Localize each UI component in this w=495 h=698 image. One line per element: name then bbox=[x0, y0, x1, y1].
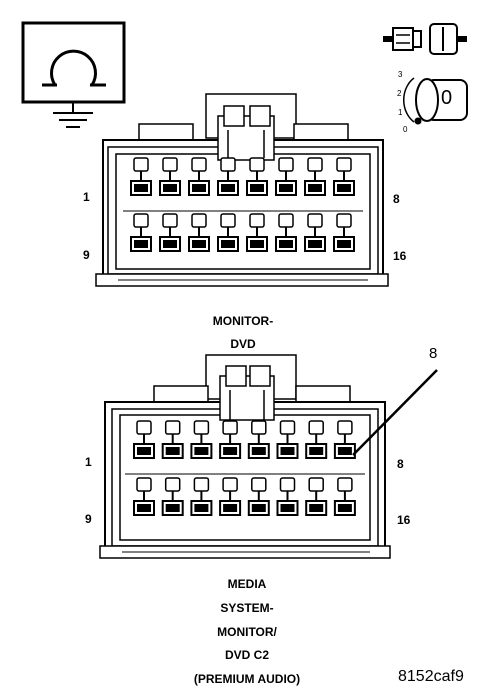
pin-cavity-2 bbox=[159, 157, 181, 196]
connector-media-system-monitor-dvd-c2 bbox=[99, 354, 438, 559]
ignition-key-icon bbox=[403, 77, 468, 125]
pin-cavity-13 bbox=[246, 213, 268, 252]
pin-cavity-16 bbox=[333, 213, 355, 252]
pin-cavity-15 bbox=[304, 213, 326, 252]
pin-cavity-7 bbox=[305, 420, 328, 459]
pin-cavity-6 bbox=[275, 157, 297, 196]
pin-cavity-9 bbox=[133, 477, 155, 516]
pin-cavities bbox=[133, 420, 356, 516]
pin-label-1: 1 bbox=[83, 190, 90, 204]
connector-monitor-dvd bbox=[95, 93, 389, 287]
pin-cavity-5 bbox=[246, 157, 268, 196]
pin-label-1: 1 bbox=[85, 455, 92, 469]
pin-label-9: 9 bbox=[85, 512, 92, 526]
pin-cavities bbox=[130, 157, 355, 252]
pin-cavity-11 bbox=[190, 477, 213, 516]
pin-cavity-7 bbox=[304, 157, 326, 196]
connector-title-line: DVD bbox=[230, 337, 256, 351]
figure-id: 8152caf9 bbox=[398, 668, 464, 685]
pin-cavity-9 bbox=[130, 213, 152, 252]
key-position-3: 3 bbox=[398, 70, 403, 79]
pin-cavity-13 bbox=[247, 477, 270, 516]
pin-cavity-10 bbox=[159, 213, 181, 252]
ohmmeter-icon bbox=[21, 21, 126, 128]
key-position-label: 0 bbox=[441, 87, 453, 109]
key-position-1: 1 bbox=[398, 108, 403, 117]
pin-cavity-3 bbox=[188, 157, 210, 196]
pin-cavity-4 bbox=[219, 420, 242, 459]
pin-cavity-12 bbox=[217, 213, 239, 252]
connector-title-line: SYSTEM- bbox=[220, 601, 274, 615]
pin-label-16: 16 bbox=[397, 513, 411, 527]
pin-cavity-14 bbox=[276, 477, 299, 516]
pin-cavity-12 bbox=[219, 477, 242, 516]
pin-label-8: 8 bbox=[393, 192, 400, 206]
pin-cavity-14 bbox=[275, 213, 297, 252]
pin-cavity-4 bbox=[217, 157, 239, 196]
callout-label: 8 bbox=[429, 345, 438, 362]
pin-label-16: 16 bbox=[393, 249, 407, 263]
pin-cavity-11 bbox=[188, 213, 210, 252]
connector-title-line: DVD C2 bbox=[224, 648, 269, 662]
connector-title-line: (PREMIUM AUDIO) bbox=[193, 672, 301, 686]
pin-cavity-16 bbox=[333, 477, 356, 516]
disconnect-connector-icon bbox=[383, 23, 467, 55]
pin-cavity-1 bbox=[130, 157, 152, 196]
pin-cavity-6 bbox=[276, 420, 299, 459]
pin-label-9: 9 bbox=[83, 248, 90, 262]
key-position-2: 2 bbox=[397, 89, 402, 98]
connector-title-line: MONITOR/ bbox=[217, 625, 277, 639]
pin-cavity-8 bbox=[333, 157, 355, 196]
pin-cavity-15 bbox=[305, 477, 328, 516]
pin-cavity-2 bbox=[161, 420, 184, 459]
pin-cavity-3 bbox=[190, 420, 213, 459]
pin-cavity-5 bbox=[247, 420, 270, 459]
connector-title-line: MONITOR- bbox=[212, 314, 274, 328]
pin-cavity-8 bbox=[333, 420, 356, 459]
pin-cavity-1 bbox=[133, 420, 155, 459]
key-position-0: 0 bbox=[403, 125, 408, 134]
connector-title-line: MEDIA bbox=[227, 577, 267, 591]
callout-leader-line bbox=[352, 369, 438, 456]
pin-label-8: 8 bbox=[397, 457, 404, 471]
pin-cavity-10 bbox=[161, 477, 184, 516]
